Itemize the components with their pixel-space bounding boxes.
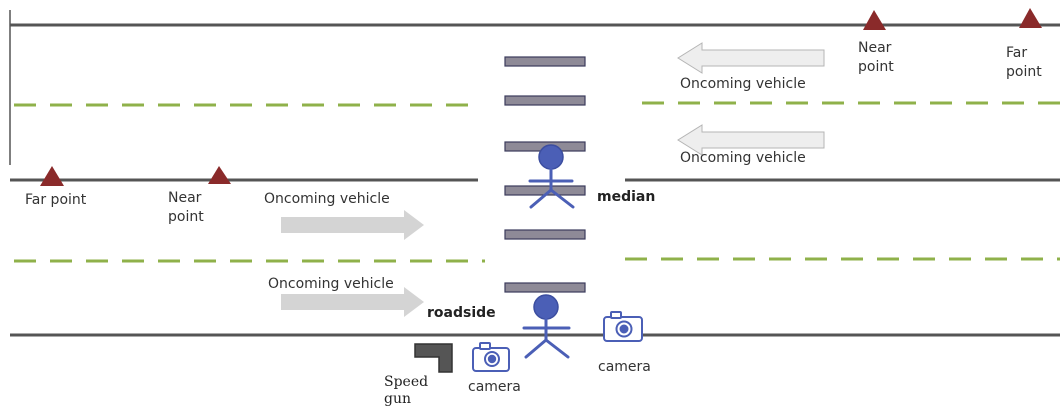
crosswalk-stripe <box>504 56 586 67</box>
oncoming-vehicle-label: Oncoming vehicle <box>268 276 394 292</box>
direction-arrow-left <box>677 42 825 74</box>
crosswalk <box>504 56 586 293</box>
direction-arrow-right <box>281 287 424 317</box>
speed-gun-label: Speed gun <box>384 374 429 407</box>
crosswalk-stripe <box>504 282 586 293</box>
camera-icon <box>472 342 510 372</box>
near-point-label-top: Near point <box>858 40 894 75</box>
pedestrian-figure-roadside <box>522 294 571 359</box>
near-point-marker-left <box>208 166 231 184</box>
crosswalk-stripe <box>504 95 586 106</box>
far-point-label-top: Far point <box>1006 45 1042 80</box>
oncoming-vehicle-label: Oncoming vehicle <box>680 76 806 92</box>
far-point-marker-left <box>40 166 64 186</box>
near-point-marker-top <box>863 10 886 30</box>
speed-gun-icon <box>414 343 453 373</box>
far-point-marker-top <box>1019 8 1042 28</box>
camera-label: camera <box>468 379 521 395</box>
direction-arrow-left <box>677 124 825 156</box>
oncoming-vehicle-label: Oncoming vehicle <box>680 150 806 166</box>
far-point-label-left: Far point <box>25 192 87 208</box>
direction-arrow-right <box>281 210 424 240</box>
pedestrian-figure-median <box>528 144 575 209</box>
roadside-label: roadside <box>427 305 496 321</box>
camera-icon <box>603 311 643 342</box>
camera-label: camera <box>598 359 651 375</box>
median-label: median <box>597 189 656 205</box>
crosswalk-stripe <box>504 229 586 240</box>
oncoming-vehicle-label: Oncoming vehicle <box>264 191 390 207</box>
near-point-label-left: Near point <box>168 190 204 225</box>
